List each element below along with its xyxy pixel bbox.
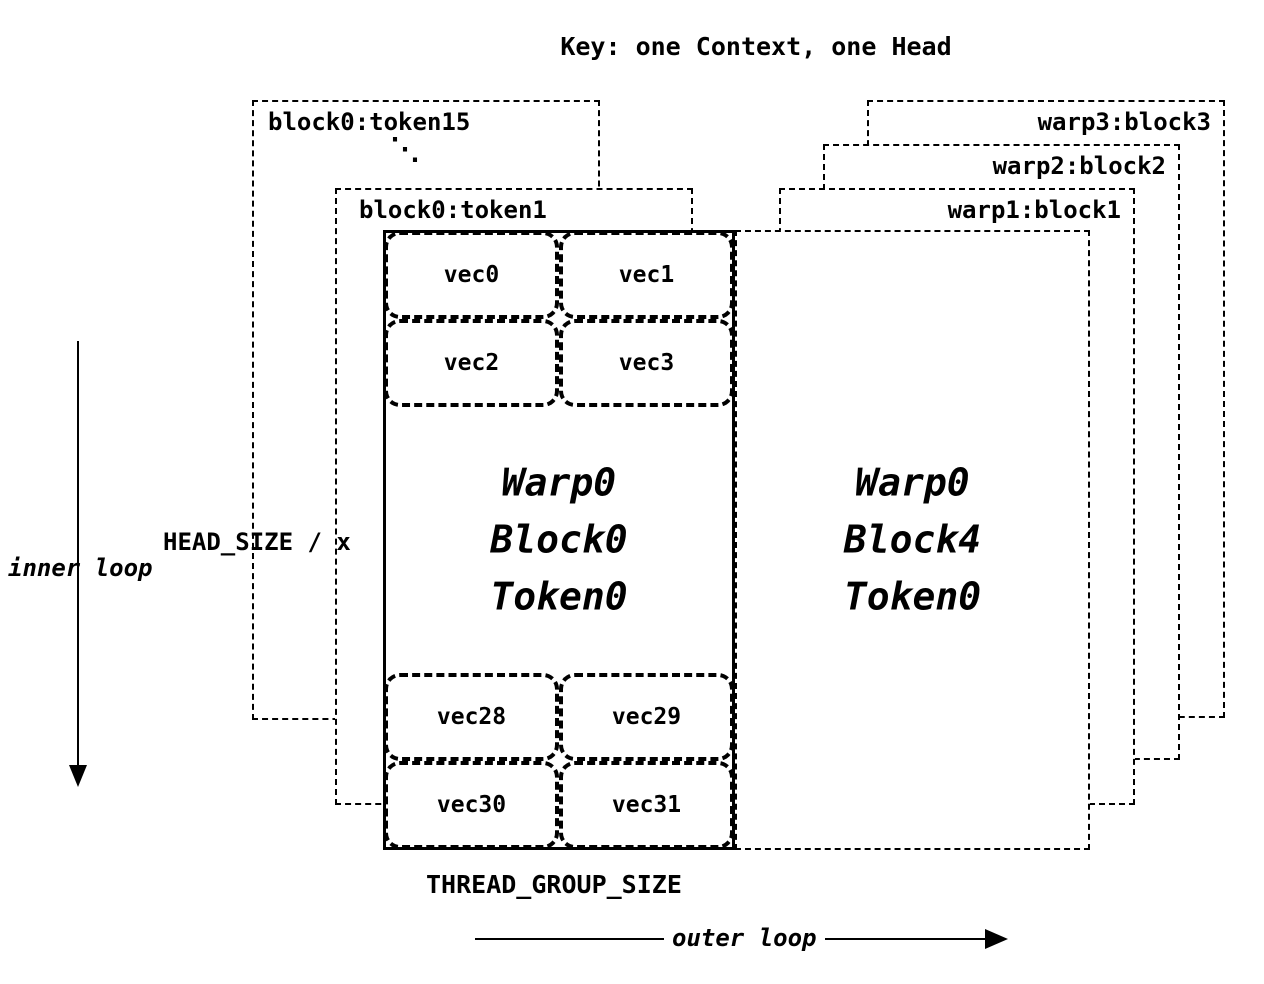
- top-vec-grid: vec0 vec1 vec2 vec3: [384, 231, 734, 407]
- warp0-block4-box: Warp0 Block4 Token0: [735, 230, 1090, 850]
- vec28-cell: vec28: [384, 673, 559, 761]
- vec2-cell: vec2: [384, 319, 559, 407]
- head-size-label: HEAD_SIZE / x: [163, 528, 351, 556]
- block0-token15-label: block0:token15: [268, 108, 471, 136]
- outer-loop-arrow-head: [985, 929, 1008, 949]
- inner-loop-label: inner loop: [8, 554, 153, 582]
- warp0-block4-line2: Block4: [843, 517, 982, 562]
- bottom-vec-grid: vec28 vec29 vec30 vec31: [384, 673, 734, 849]
- token-ellipsis: ⋱: [390, 132, 422, 167]
- warp0-block4-title: Warp0 Block4 Token0: [737, 455, 1088, 626]
- inner-loop-arrow-head: [69, 765, 87, 787]
- warp0-block4-line1: Warp0: [855, 460, 970, 505]
- warp0-block0-line3: Token0: [490, 574, 628, 619]
- outer-loop-label: outer loop: [664, 924, 825, 952]
- vec1-cell: vec1: [559, 231, 734, 319]
- vec31-cell: vec31: [559, 761, 734, 849]
- warp0-block0-line1: Warp0: [501, 460, 617, 505]
- inner-loop-arrow-line: [77, 341, 79, 769]
- warp0-block4-line3: Token0: [843, 574, 982, 619]
- vec3-cell: vec3: [559, 319, 734, 407]
- vec30-cell: vec30: [384, 761, 559, 849]
- diagram-title: Key: one Context, one Head: [560, 32, 952, 61]
- block0-token1-label: block0:token1: [359, 196, 547, 224]
- vec29-cell: vec29: [559, 673, 734, 761]
- warp0-block0-title: Warp0 Block0 Token0: [386, 455, 732, 626]
- warp3-block3-label: warp3:block3: [1037, 108, 1211, 136]
- warp2-block2-label: warp2:block2: [992, 152, 1166, 180]
- warp0-block0-box: vec0 vec1 vec2 vec3 Warp0 Block0 Token0 …: [383, 230, 735, 850]
- warp1-block1-label: warp1:block1: [947, 196, 1121, 224]
- vec0-cell: vec0: [384, 231, 559, 319]
- thread-group-size-label: THREAD_GROUP_SIZE: [426, 870, 682, 899]
- warp0-block0-line2: Block0: [490, 517, 628, 562]
